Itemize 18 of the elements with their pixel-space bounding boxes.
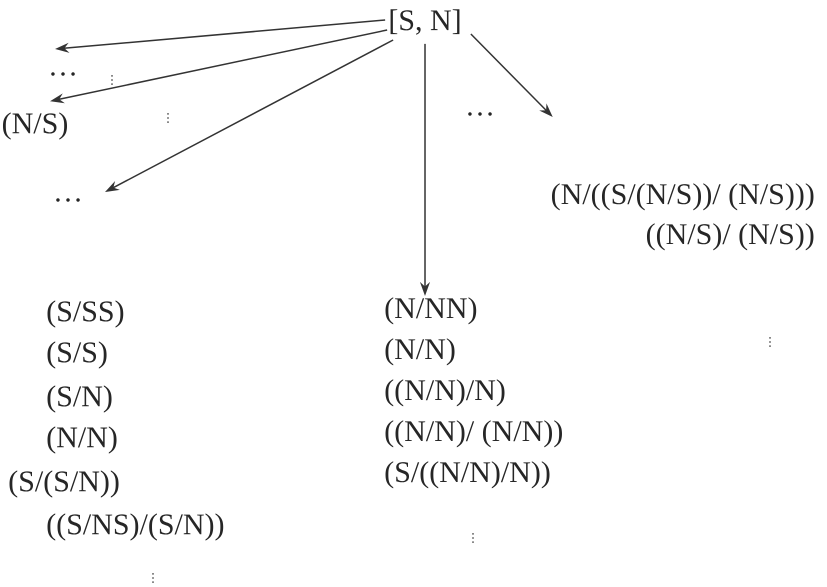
formula-text: (S/S) (48, 341, 107, 369)
formula-text: (N/N) (48, 426, 117, 454)
ellipsis: ⋮ (167, 113, 169, 123)
ellipsis: ⋮ (472, 533, 474, 543)
formula-list: (N/((S/(N/S))/ (N/S))) ((N/S)/ (N/S)) (552, 183, 814, 250)
ellipsis: … (468, 112, 492, 116)
formula-text: … (56, 198, 80, 202)
formula-text: … (51, 72, 75, 76)
ellipsis: ⋮ (769, 337, 771, 347)
formula-text: ((S/NS)/(S/N)) (48, 513, 224, 541)
formula-text: (S/(S/N)) (10, 470, 119, 498)
formula-list: (N/NN) (N/N) ((N/N)/N) ((N/N)/ (N/N)) (S/((N/N)/N)) (386, 297, 562, 488)
ellipsis: ⋮ (111, 75, 113, 85)
formula-text: (S/N) (48, 385, 112, 413)
ellipsis: ⋮ (152, 573, 154, 583)
formula-text: (N/S) (2, 112, 67, 140)
formula-text: [S, N] (390, 9, 460, 35)
formula-text: (S/SS) (48, 300, 124, 328)
